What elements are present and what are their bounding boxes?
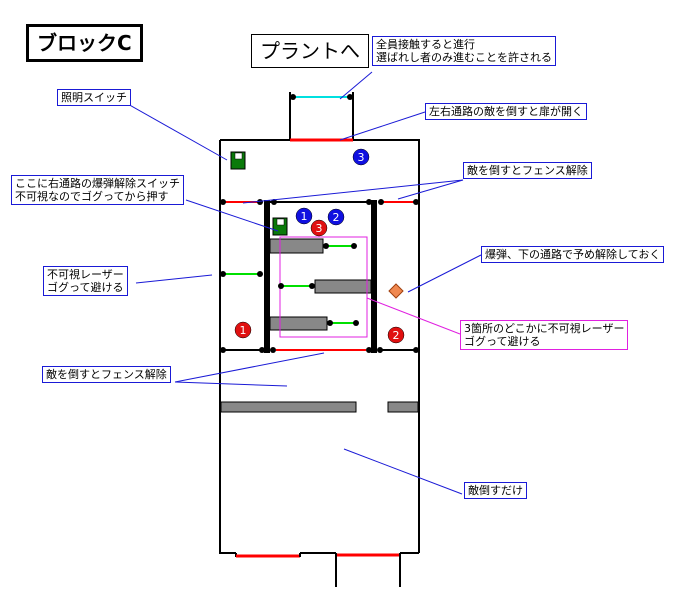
label-line: ゴグって避ける [47,281,124,294]
node [347,94,353,100]
marker-circle [387,326,405,344]
exit-label: プラントへ [251,34,369,68]
block-1 [269,238,324,254]
marker-number: 1 [301,210,308,223]
marker-circle [295,207,313,225]
label-all-contact: 全員接触すると進行 選ばれし者のみ進むことを許される [372,36,556,66]
marker-number: 1 [240,324,247,337]
laser-zone-leader [366,297,461,335]
label-line: ここに右通路の爆弾解除スイッチ [15,177,180,190]
label-line: 全員接触すると進行 [376,38,475,51]
marker-blue-2: 2 [327,208,345,226]
label-fence-release-bottom: 敵を倒すとフェンス解除 [42,366,171,383]
label-line: 不可視なのでゴグってから押す [15,190,169,203]
pillar-right [371,200,377,353]
exit-corridor [289,92,354,142]
block-3 [269,316,328,331]
label-light-switch: 照明スイッチ [57,89,131,106]
marker-red-1: 1 [234,321,252,339]
block-2 [314,279,372,294]
label-line: 選ばれし者のみ進むことを許される [376,51,552,64]
nodes [220,199,419,353]
marker-circle [234,321,252,339]
block-title: ブロックC [26,24,143,62]
leader-lines [125,71,482,495]
light-switch-icon[interactable] [230,151,246,170]
marker-red-2: 2 [387,326,405,344]
label-laser-three: 3箇所のどこかに不可視レーザー ゴグって避ける [460,320,629,350]
label-door-open: 左右通路の敵を倒すと扉が開く [425,103,587,120]
node [290,94,296,100]
marker-red-3: 3 [310,219,328,237]
marker-blue-3: 3 [352,148,370,166]
outer-walls [219,139,420,587]
marker-circle [327,208,345,226]
marker-blue-1: 1 [295,207,313,225]
marker-circle [352,148,370,166]
marker-circle [310,219,328,237]
label-line: ゴグって避ける [464,335,541,348]
barrier-left [220,401,357,413]
marker-number: 2 [393,329,400,342]
marker-number: 2 [333,211,340,224]
label-bomb-switch: ここに右通路の爆弾解除スイッチ 不可視なのでゴグってから押す [11,175,184,205]
label-line: 不可視レーザー [47,268,124,281]
marker-number: 3 [358,151,365,164]
marker-number: 3 [316,222,323,235]
inner-walls [220,199,419,413]
label-bomb-note: 爆弾、下の通路で予め解除しておく [481,246,665,263]
label-line: 3箇所のどこかに不可視レーザー [464,322,625,335]
label-laser-left: 不可視レーザー ゴグって避ける [43,266,128,296]
barrier-right [387,401,419,413]
label-fence-release-top: 敵を倒すとフェンス解除 [463,162,592,179]
label-enemy-only: 敵倒すだけ [464,482,527,499]
pillar-left [264,200,270,353]
bomb-switch-icon[interactable] [272,217,288,236]
bomb-icon[interactable] [388,283,404,299]
